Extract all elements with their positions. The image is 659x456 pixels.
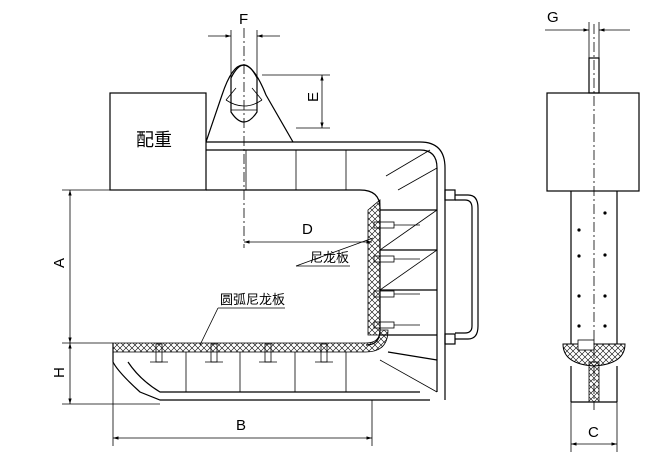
nylon-plate-label: 尼龙板 xyxy=(310,251,349,266)
side-counterweight xyxy=(546,92,640,192)
vertical-nylon-plate xyxy=(367,199,438,336)
dimensions-side: G C xyxy=(545,9,630,452)
arc-nylon-plate-label: 圆弧尼龙板 xyxy=(220,293,285,308)
dim-a-label: A xyxy=(51,258,68,268)
side-view xyxy=(546,24,640,410)
upper-frame xyxy=(206,141,446,360)
dim-b-label: B xyxy=(236,417,246,434)
side-holes xyxy=(577,211,607,328)
dim-c-label: C xyxy=(588,424,599,441)
dim-e-label: E xyxy=(305,92,322,102)
dimensions-front: F E A H D B xyxy=(51,11,373,446)
lower-base xyxy=(112,329,446,401)
vertical-bolts xyxy=(373,221,420,329)
front-view: 配重 xyxy=(109,28,479,401)
dim-f-label: F xyxy=(239,11,248,28)
counterweight-label: 配重 xyxy=(136,130,172,151)
dim-h-label: H xyxy=(51,367,68,378)
handle xyxy=(444,189,479,345)
dim-d-label: D xyxy=(302,221,313,238)
lifting-lug xyxy=(205,64,294,143)
base-bolts xyxy=(150,343,333,363)
dim-g-label: G xyxy=(547,9,559,26)
